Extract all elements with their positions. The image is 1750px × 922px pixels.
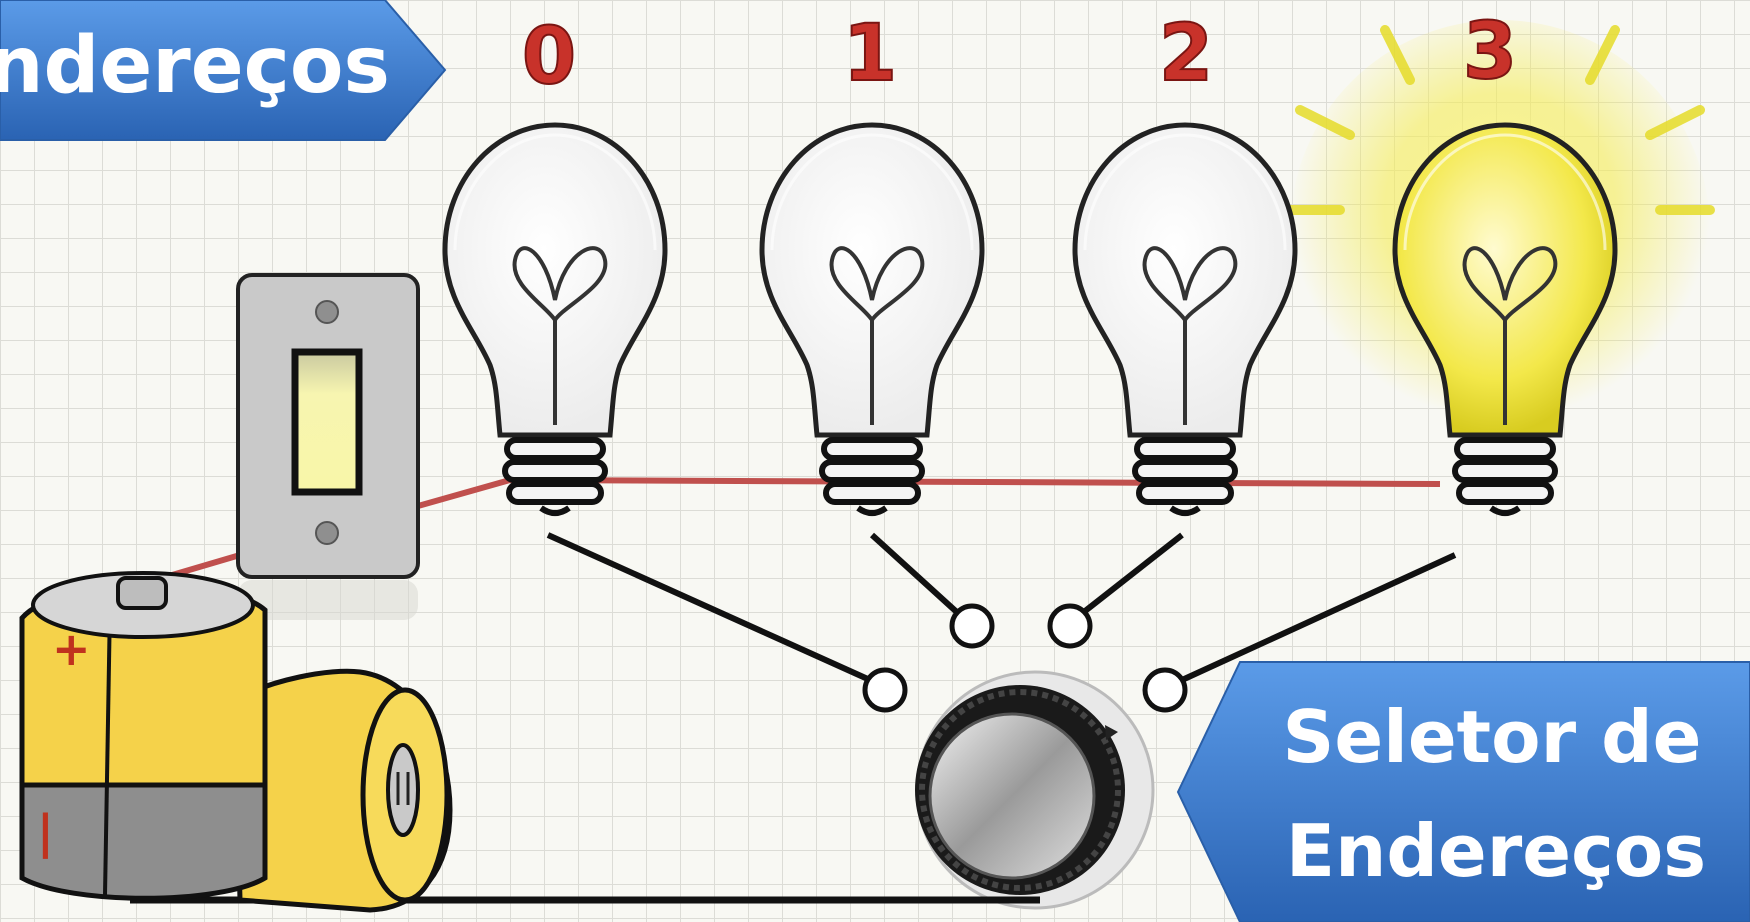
battery-icon: + | bbox=[19, 571, 453, 913]
address-number-1: 1 bbox=[843, 9, 897, 99]
contact-1 bbox=[949, 603, 995, 649]
selector-banner-line2: Endereços bbox=[1286, 809, 1706, 893]
bulb-2 bbox=[1075, 125, 1295, 513]
contact-0 bbox=[862, 667, 908, 713]
selector-contacts bbox=[862, 603, 1188, 713]
contact-3 bbox=[1142, 667, 1188, 713]
address-number-3: 3 bbox=[1463, 7, 1517, 97]
battery-standing: + | bbox=[19, 571, 268, 901]
top-banner: ndereços bbox=[0, 0, 447, 141]
contact-2 bbox=[1047, 603, 1093, 649]
selector-banner-line1: Seletor de bbox=[1282, 695, 1701, 779]
light-bulb-icon bbox=[1395, 125, 1615, 513]
light-bulb-icon bbox=[762, 125, 982, 513]
rotary-knob-icon[interactable] bbox=[915, 670, 1155, 910]
light-bulb-icon bbox=[445, 125, 665, 513]
top-banner-label: ndereços bbox=[0, 21, 390, 111]
address-number-2: 2 bbox=[1159, 9, 1213, 99]
bulb-1 bbox=[762, 125, 982, 513]
address-number-0: 0 bbox=[522, 12, 576, 102]
light-bulb-icon bbox=[1075, 125, 1295, 513]
battery-lying bbox=[232, 668, 453, 913]
light-switch-icon[interactable] bbox=[236, 273, 420, 620]
bulb-3 bbox=[1395, 125, 1615, 513]
switch-toggle[interactable] bbox=[291, 348, 363, 496]
selector-banner: Seletor de Endereços bbox=[1176, 661, 1750, 922]
bulb-0 bbox=[445, 125, 665, 513]
svg-text:+: + bbox=[52, 622, 91, 676]
selector-wires bbox=[546, 532, 1457, 683]
svg-text:|: | bbox=[37, 805, 54, 860]
